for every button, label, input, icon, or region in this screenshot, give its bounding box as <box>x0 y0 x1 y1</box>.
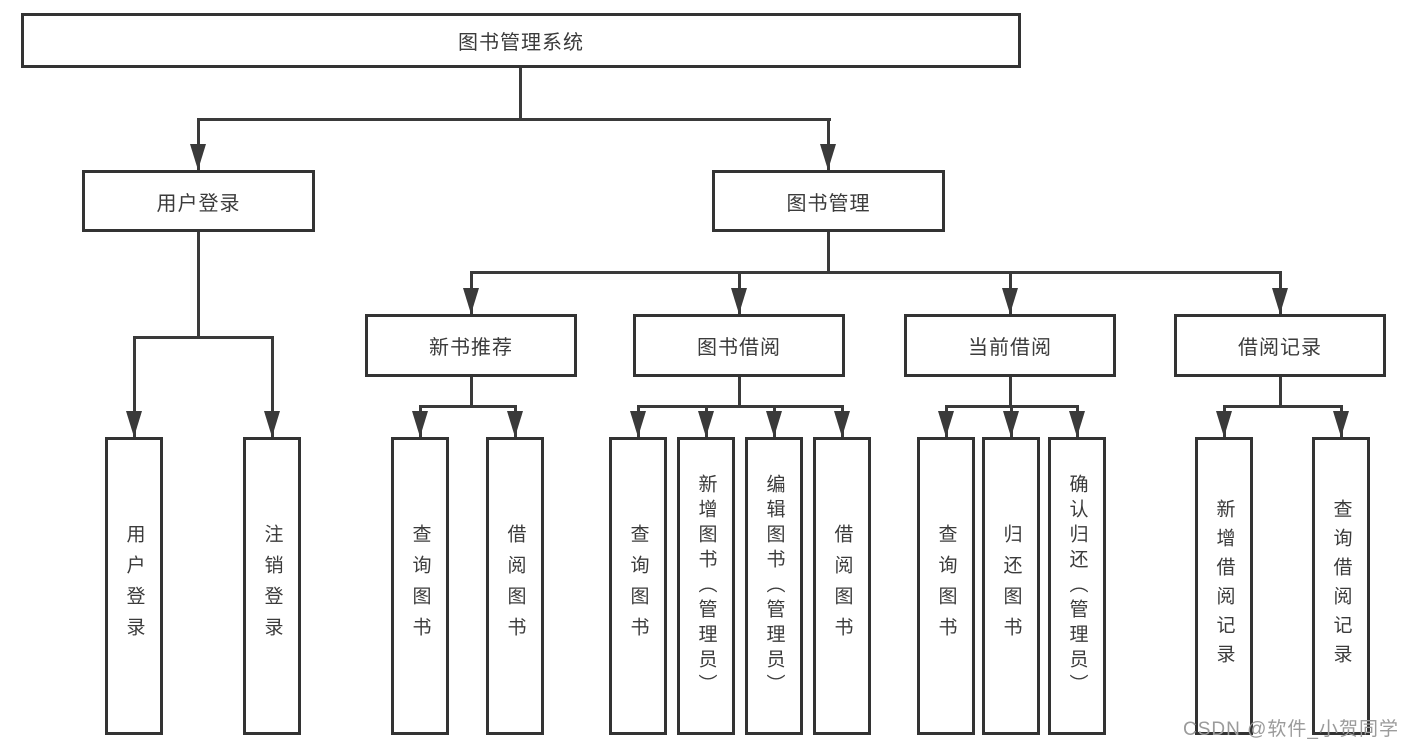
arrow-down-icon <box>1069 411 1085 437</box>
node-borrow-books-2: 借阅图书 <box>813 437 871 735</box>
node-add-borrow-record: 新增借阅记录 <box>1195 437 1253 735</box>
connector-line <box>197 232 200 338</box>
csdn-watermark: CSDN @软件_小贺同学 <box>1183 719 1399 740</box>
arrow-down-icon <box>1333 411 1349 437</box>
connector-line <box>470 271 1282 274</box>
arrow-down-icon <box>630 411 646 437</box>
node-book-borrowing: 图书借阅 <box>633 314 845 377</box>
arrow-down-icon <box>698 411 714 437</box>
node-new-book-recommendation: 新书推荐 <box>365 314 577 377</box>
arrow-down-icon <box>1003 411 1019 437</box>
node-label: 当前借阅 <box>968 337 1052 359</box>
arrow-down-icon <box>820 144 836 170</box>
node-return-books: 归还图书 <box>982 437 1040 735</box>
node-query-books-2: 查询图书 <box>609 437 667 735</box>
node-label: 编辑图书（管理员） <box>763 473 785 699</box>
node-user-login-branch: 用户登录 <box>82 170 315 232</box>
node-label: 查询图书 <box>935 524 957 648</box>
connector-line <box>827 232 830 273</box>
node-label: 新增图书（管理员） <box>695 473 717 699</box>
node-label: 新书推荐 <box>429 337 513 359</box>
arrow-down-icon <box>412 411 428 437</box>
node-label: 归还图书 <box>1000 524 1022 648</box>
node-add-books-admin: 新增图书（管理员） <box>677 437 735 735</box>
connector-line <box>1009 377 1012 407</box>
node-label: 图书管理 <box>786 192 871 215</box>
node-label: 注销登录 <box>261 524 283 648</box>
node-label: 查询图书 <box>627 524 649 648</box>
node-label: 用户登录 <box>156 192 241 215</box>
connector-line <box>133 336 274 339</box>
connector-line <box>197 118 831 121</box>
node-query-borrow-record: 查询借阅记录 <box>1312 437 1370 735</box>
node-logout-leaf: 注销登录 <box>243 437 301 735</box>
arrow-down-icon <box>463 288 479 314</box>
node-label: 确认归还（管理员） <box>1066 473 1088 699</box>
arrow-down-icon <box>834 411 850 437</box>
connector-line <box>519 68 522 120</box>
connector-line <box>133 336 136 437</box>
arrow-down-icon <box>1002 288 1018 314</box>
arrow-down-icon <box>731 288 747 314</box>
node-label: 查询图书 <box>409 524 431 648</box>
node-label: 查询借阅记录 <box>1330 499 1352 673</box>
node-confirm-return-admin: 确认归还（管理员） <box>1048 437 1106 735</box>
node-current-borrowing: 当前借阅 <box>904 314 1116 377</box>
connector-line <box>271 336 274 437</box>
node-label: 新增借阅记录 <box>1213 499 1235 673</box>
node-borrow-books-1: 借阅图书 <box>486 437 544 735</box>
connector-line <box>470 377 473 407</box>
node-query-books-3: 查询图书 <box>917 437 975 735</box>
node-label: 借阅图书 <box>831 524 853 648</box>
arrow-down-icon <box>1272 288 1288 314</box>
node-label: 图书管理系统 <box>458 32 584 54</box>
node-label: 借阅记录 <box>1238 337 1322 359</box>
node-book-management: 图书管理 <box>712 170 945 232</box>
connector-line <box>738 377 741 407</box>
node-user-login-leaf: 用户登录 <box>105 437 163 735</box>
arrow-down-icon <box>766 411 782 437</box>
node-label: 用户登录 <box>123 524 145 648</box>
arrow-down-icon <box>1216 411 1232 437</box>
connector-line <box>419 405 517 408</box>
node-label: 图书借阅 <box>697 337 781 359</box>
connector-line <box>1279 377 1282 407</box>
node-edit-books-admin: 编辑图书（管理员） <box>745 437 803 735</box>
node-root-library-system: 图书管理系统 <box>21 13 1021 68</box>
node-borrowing-records: 借阅记录 <box>1174 314 1386 377</box>
arrow-down-icon <box>264 411 280 437</box>
node-label: 借阅图书 <box>504 524 526 648</box>
connector-line <box>1223 405 1343 408</box>
arrow-down-icon <box>938 411 954 437</box>
node-query-books-1: 查询图书 <box>391 437 449 735</box>
arrow-down-icon <box>126 411 142 437</box>
arrow-down-icon <box>190 144 206 170</box>
connector-line <box>637 405 844 408</box>
arrow-down-icon <box>507 411 523 437</box>
